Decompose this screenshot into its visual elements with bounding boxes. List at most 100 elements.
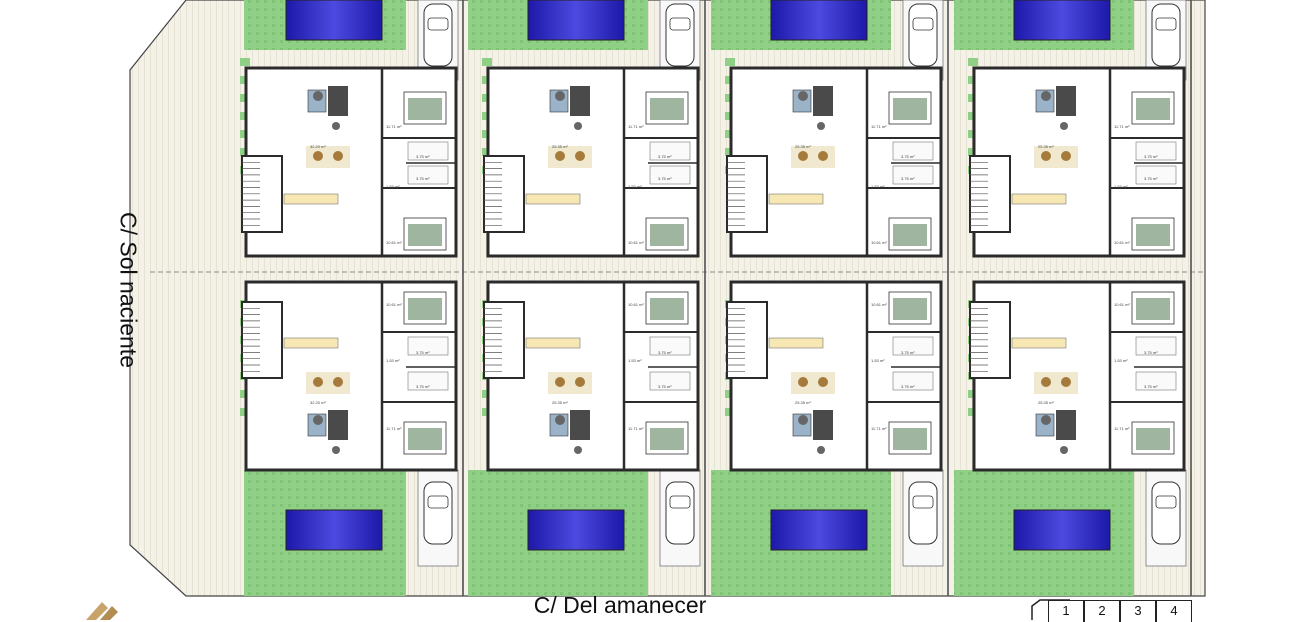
room-area-label: 11.71 m² [871,426,887,431]
room-area-label: 10.61 m² [628,240,644,245]
armchair [817,122,825,130]
armchair [1060,446,1068,454]
dining-area [1034,146,1078,168]
armchair [574,446,582,454]
bathroom [1135,336,1177,356]
room-area-label: 3.75 m² [1144,384,1158,389]
sofa [570,86,590,116]
pool [527,0,625,41]
room-area-label: 1.53 m² [1114,358,1128,363]
sofa [328,86,348,116]
dining-chair [818,151,828,161]
room-area-label: 3.75 m² [416,154,430,159]
room-area-label: 11.71 m² [628,426,644,431]
bed-cover [893,98,927,120]
car-windshield [1155,495,1177,509]
car-windshield [427,17,449,31]
bathroom [649,165,691,185]
armchair [313,415,323,425]
bed-cover [1136,428,1170,450]
bed-cover [650,428,684,450]
room-area-label: 3.75 m² [901,154,915,159]
dining-area [306,372,350,394]
bathroom [1135,371,1177,391]
pool [285,0,383,41]
kitchen-counter [525,337,581,349]
dining-area [1034,372,1078,394]
room-area-label: 1.53 m² [628,358,642,363]
armchair [313,91,323,101]
pool [285,509,383,551]
pool [1013,0,1111,41]
room-area-label: 3.75 m² [901,384,915,389]
staircase [969,301,1011,379]
room-area-label: 25.35 m² [552,144,568,149]
lawn-strip [968,58,978,66]
car-icon [908,3,938,67]
car-icon [423,3,453,67]
dining-chair [818,377,828,387]
dining-chair [798,377,808,387]
car-windshield [669,17,691,31]
room-area-label: 3.75 m² [1144,154,1158,159]
room-area-label: 1.53 m² [871,358,885,363]
room-area-label: 3.75 m² [1144,350,1158,355]
pool [770,0,868,41]
kitchen-counter [283,337,339,349]
lawn-strip [482,58,492,66]
armchair [555,415,565,425]
room-area-label: 10.61 m² [1114,240,1130,245]
kitchen-counter [768,193,824,205]
key-plan-unit: 4 [1156,600,1192,622]
bathroom [407,165,449,185]
lawn-strip [725,58,735,66]
room-area-label: 11.71 m² [386,124,402,129]
dining-chair [555,377,565,387]
dining-chair [313,377,323,387]
bathroom [1135,165,1177,185]
room-area-label: 25.35 m² [795,400,811,405]
room-area-label: 3.75 m² [658,384,672,389]
room-area-label: 3.75 m² [658,176,672,181]
room-area-label: 11.71 m² [628,124,644,129]
car-icon [665,481,695,545]
dining-chair [1061,377,1071,387]
bed-cover [408,298,442,320]
room-area-label: 3.75 m² [658,154,672,159]
bed-cover [408,224,442,246]
bed-cover [408,98,442,120]
bathroom [892,165,934,185]
room-area-label: 1.53 m² [386,184,400,189]
armchair [798,415,808,425]
dining-area [548,372,592,394]
dining-chair [798,151,808,161]
armchair [798,91,808,101]
street-label-left: C/ Sol naciente [96,200,160,380]
bathroom [1135,141,1177,161]
staircase [241,301,283,379]
brand-logo [86,602,118,620]
key-plan: 1 2 3 4 [1030,596,1270,622]
bed-cover [650,224,684,246]
dining-chair [313,151,323,161]
bathroom [407,141,449,161]
room-area-label: 10.61 m² [386,240,402,245]
pool [527,509,625,551]
room-area-label: 1.53 m² [628,184,642,189]
dining-chair [575,151,585,161]
pool [1013,509,1111,551]
room-area-label: 3.75 m² [1144,176,1158,181]
room-area-label: 11.71 m² [1114,124,1130,129]
